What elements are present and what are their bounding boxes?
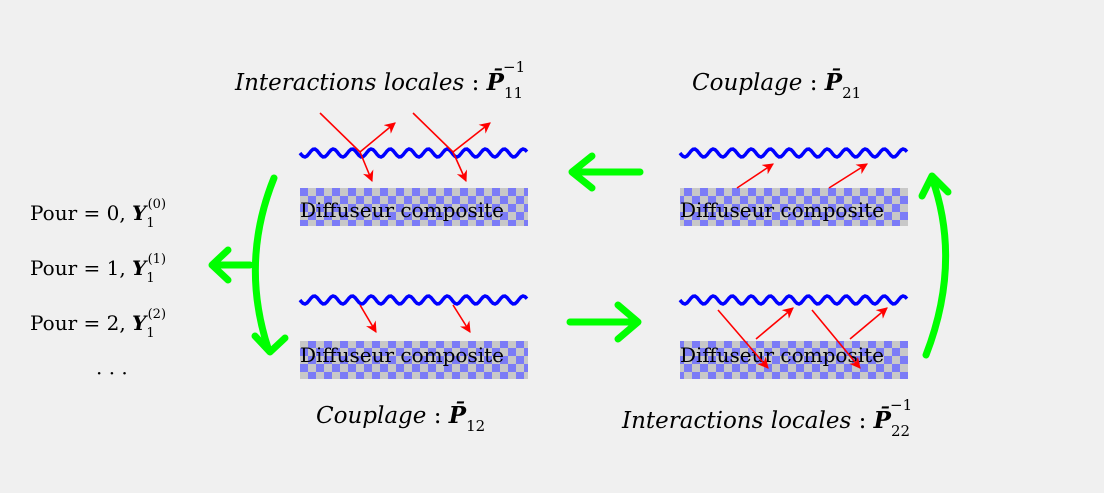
composite-scatterer [300,188,528,226]
composite-scatterer [300,341,528,379]
coupling-rays [359,304,471,333]
title-bottom-right: Interactions locales : P̄22−1 [621,396,912,440]
arrow-top-left-pointing [568,152,644,192]
iteration-label-0: Pour = 0, Y1(0) [30,197,166,231]
panel-label: Diffuseur composite [300,198,504,222]
title-top-left: Interactions locales : P̄11−1 [234,58,525,102]
incident-rays [319,112,491,183]
title-bottom-left: Couplage : P̄12 [316,401,485,435]
arrow-right-arc-up [918,172,952,359]
iteration-ellipsis: · · · [96,361,128,385]
local-interaction-rays [717,307,888,369]
coupling-rays [736,163,868,189]
panel-top-left: Diffuseur composite [298,112,529,226]
iteration-label-1: Pour = 1, Y1(1) [30,252,166,286]
arrow-output-left [208,246,254,284]
arrow-bottom-right-pointing [566,301,642,343]
cycle-arrows [208,152,952,359]
wave-surface [678,147,909,159]
panel-label: Diffuseur composite [300,343,504,367]
wave-surface [298,147,529,159]
arrow-left-arc-down [251,174,289,356]
panel-label: Diffuseur composite [680,198,884,222]
panel-top-right: Diffuseur composite [678,147,909,226]
panel-bottom-left: Diffuseur composite [298,294,529,379]
panel-label: Diffuseur composite [680,343,884,367]
wave-surface [678,294,909,306]
iteration-label-2: Pour = 2, Y1(2) [30,307,166,341]
panel-bottom-right: Diffuseur composite [678,294,909,379]
composite-scatterer [680,188,908,226]
composite-scatterer [680,341,908,379]
title-top-right: Couplage : P̄21 [692,68,861,102]
wave-surface [298,294,529,306]
